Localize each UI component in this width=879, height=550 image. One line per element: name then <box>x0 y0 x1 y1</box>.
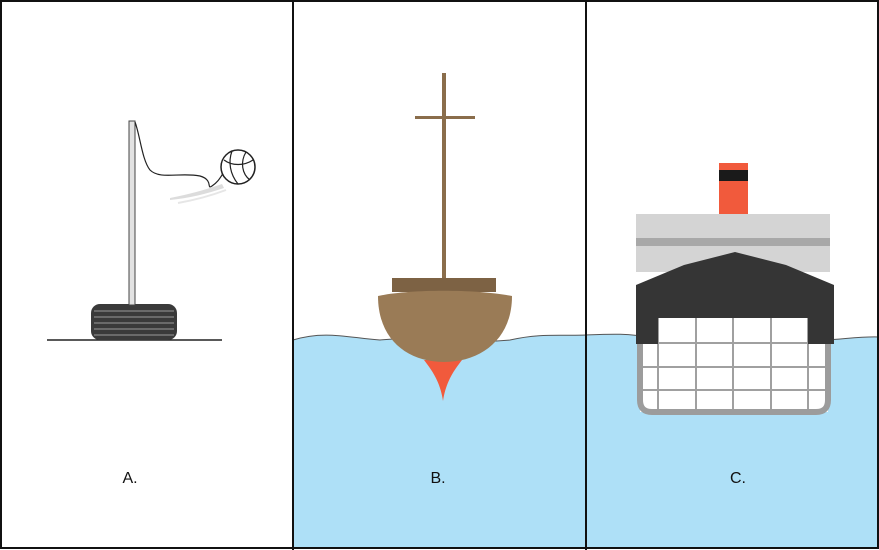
tetherball-icon <box>91 120 256 340</box>
water <box>293 335 586 548</box>
hull-shoulder <box>636 300 834 344</box>
motion-trail <box>170 184 224 200</box>
panel-label-c: C. <box>730 470 746 487</box>
cargo-grid <box>640 318 828 412</box>
ball <box>220 149 256 185</box>
funnel <box>719 163 748 219</box>
tire-base <box>91 304 177 340</box>
pole <box>128 120 136 306</box>
panel-a <box>47 120 256 341</box>
hull-outline <box>637 344 831 415</box>
panel-c <box>585 163 879 548</box>
panel-label-a: A. <box>122 470 138 487</box>
cabin <box>392 278 496 292</box>
panel-b <box>292 73 587 548</box>
mast <box>442 73 446 283</box>
sailboat-hull-icon <box>378 73 512 401</box>
panel-label-b: B. <box>430 470 446 487</box>
rope <box>134 121 225 188</box>
yard <box>415 116 475 119</box>
cargo-ship-hull-icon <box>636 163 834 415</box>
hull <box>378 290 512 362</box>
keel <box>424 360 462 401</box>
